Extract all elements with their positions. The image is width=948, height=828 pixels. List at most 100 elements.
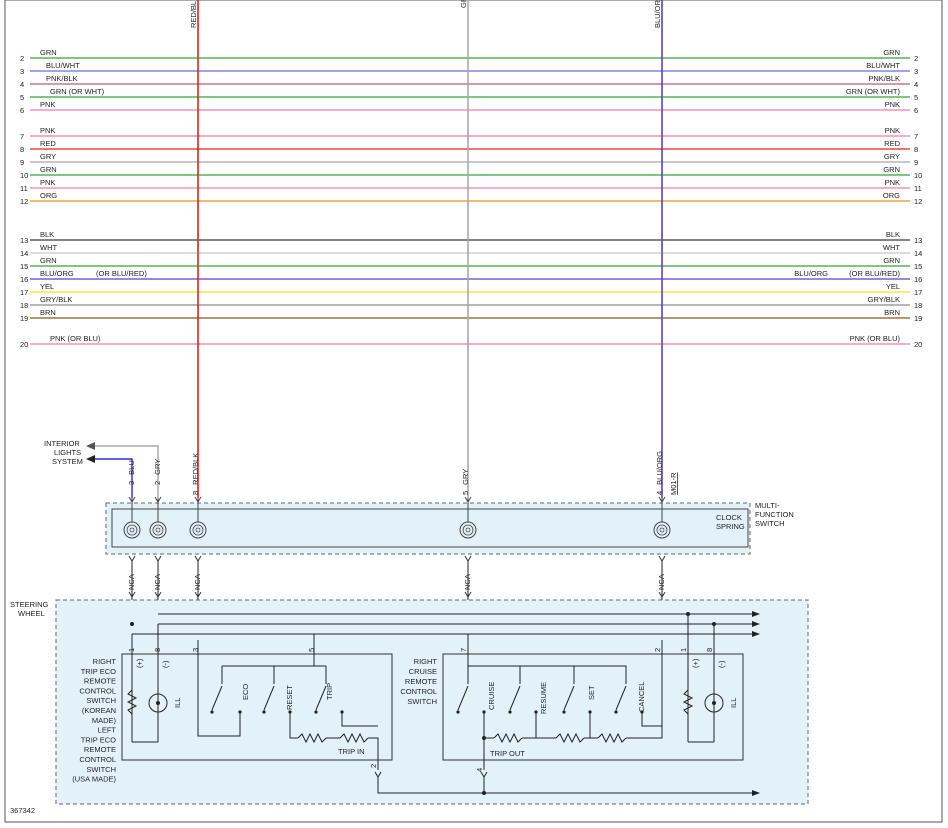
wire-number-right: 11 bbox=[914, 184, 922, 193]
contact-dot bbox=[238, 710, 242, 714]
wire-number-left: 15 bbox=[20, 262, 28, 271]
right-cruise-switch-box bbox=[442, 653, 744, 761]
left-switch-label-line: SWITCH bbox=[86, 765, 116, 774]
wire-label-left: GRN (OR WHT) bbox=[50, 87, 105, 96]
pin-8-label: 8RED/BLK bbox=[191, 453, 200, 495]
wire bbox=[377, 776, 755, 794]
wire-number-right: 16 bbox=[914, 275, 922, 284]
wire-label-left: PNK/BLK bbox=[46, 74, 78, 83]
clock-spring-label-1: CLOCK bbox=[716, 513, 742, 522]
contact-dot bbox=[456, 710, 460, 714]
plus-label: (+) bbox=[691, 658, 700, 668]
pin-label: 8 bbox=[705, 648, 714, 652]
pin-label: 2 bbox=[653, 648, 662, 652]
trip-label: TRIP bbox=[325, 683, 334, 700]
nca-label: NCA bbox=[127, 574, 136, 590]
wire-number-right: 9 bbox=[914, 158, 918, 167]
pin-label: 1 bbox=[127, 648, 136, 652]
wire-label-right: RED bbox=[884, 139, 900, 148]
arrow-right-icon bbox=[752, 790, 760, 796]
reset-label: RESET bbox=[285, 685, 294, 710]
wire-number-left: 19 bbox=[20, 314, 28, 323]
wire-label-left: ORG bbox=[40, 191, 57, 200]
switch-contact-icon bbox=[263, 685, 275, 711]
wire-number-left: 11 bbox=[20, 184, 28, 193]
wire-number-left: 16 bbox=[20, 275, 28, 284]
wire-label-right: GRN (OR WHT) bbox=[846, 87, 901, 96]
wire-label-left: PNK bbox=[40, 126, 55, 135]
right-switch-internals: 7 2 CRUISE RESUME SET CANCEL bbox=[456, 612, 738, 795]
coil-core-icon bbox=[195, 527, 201, 533]
wire-label-left: BLK bbox=[40, 230, 54, 239]
top-gry-wire-label: GRY bbox=[459, 0, 468, 8]
right-switch-label-line: CONTROL bbox=[400, 687, 437, 696]
resume-label: RESUME bbox=[539, 682, 548, 714]
wire-number-left: 7 bbox=[20, 132, 24, 141]
wire-number-right: 10 bbox=[914, 171, 922, 180]
multi-function-label-3: SWITCH bbox=[755, 519, 785, 528]
steering-wheel-label-1: STEERING bbox=[10, 600, 49, 609]
pin-4-label: 4BLU/ORG bbox=[655, 451, 664, 495]
wire-number-right: 7 bbox=[914, 132, 918, 141]
wire-label-right: GRY/BLK bbox=[868, 295, 900, 304]
contact-dot bbox=[314, 710, 318, 714]
coil-inner-icon bbox=[192, 524, 204, 536]
diagram-id: 367342 bbox=[10, 806, 35, 815]
eco-label: ECO bbox=[241, 684, 250, 700]
gry-light-wire bbox=[94, 445, 159, 498]
wire-label-right: GRN bbox=[883, 165, 900, 174]
junction-dot bbox=[712, 622, 716, 626]
connector-icon bbox=[464, 496, 472, 503]
contact-dot bbox=[614, 710, 618, 714]
wire-number-right: 6 bbox=[914, 106, 918, 115]
lamp-filament-icon bbox=[712, 701, 716, 705]
wire-number-left: 5 bbox=[20, 93, 24, 102]
wire-number-right: 14 bbox=[914, 249, 922, 258]
wire-number-right: 8 bbox=[914, 145, 918, 154]
right-switch-label-line: SWITCH bbox=[407, 697, 437, 706]
wire-label-left: WHT bbox=[40, 243, 57, 252]
wire-label-right: GRN bbox=[883, 256, 900, 265]
wire-label-right: PNK/BLK bbox=[868, 74, 900, 83]
right-switch-label-line: RIGHT bbox=[414, 657, 438, 666]
interior-lights-connection: INTERIOR LIGHTS SYSTEM bbox=[44, 439, 159, 498]
wire-label-left: GRN bbox=[40, 256, 57, 265]
pin-label: 4 bbox=[475, 768, 484, 772]
wire-label-left: PNK bbox=[40, 100, 55, 109]
wire-number-right: 12 bbox=[914, 197, 922, 206]
left-switch-label-line: MADE) bbox=[92, 716, 117, 725]
plus-label: (+) bbox=[135, 658, 144, 668]
coil-inner-icon bbox=[126, 524, 138, 536]
pin-label: 8 bbox=[153, 648, 162, 652]
connector-icon bbox=[128, 591, 136, 598]
left-switch-label-line: LEFT bbox=[98, 726, 117, 735]
wire-number-left: 17 bbox=[20, 288, 28, 297]
coil-core-icon bbox=[659, 527, 665, 533]
nca-label: NCA bbox=[657, 574, 666, 590]
wire-label-left: BLU/ORG bbox=[40, 269, 74, 278]
left-switch-label-line: SWITCH bbox=[86, 696, 116, 705]
wire-number-left: 10 bbox=[20, 171, 28, 180]
wire-number-right: 13 bbox=[914, 236, 922, 245]
nca-label: NCA bbox=[153, 574, 162, 590]
nca-label: NCA bbox=[463, 574, 472, 590]
arrow-left-icon bbox=[86, 455, 95, 463]
switch-contact-icon bbox=[457, 685, 469, 711]
ill-label: ILL bbox=[173, 698, 182, 708]
wire-label-right: BLK bbox=[886, 230, 900, 239]
lamp-icon bbox=[148, 693, 168, 713]
wire-label-right: PNK bbox=[885, 178, 900, 187]
left-switch-internals: (+) (-) ILL 1 8 3 5 ECO RESET TRI bbox=[126, 622, 760, 796]
wire-number-left: 18 bbox=[20, 301, 28, 310]
wire-label-right: WHT bbox=[883, 243, 900, 252]
wire bbox=[641, 712, 662, 727]
wire-label-left: GRN bbox=[40, 165, 57, 174]
connector-icon bbox=[658, 591, 666, 598]
wire-label-left: PNK bbox=[40, 178, 55, 187]
wire-number-right: 5 bbox=[914, 93, 918, 102]
wire-number-left: 3 bbox=[20, 67, 24, 76]
top-blu-wire-label: BLU/OR bbox=[653, 0, 662, 28]
clock-spring-label-2: SPRING bbox=[716, 522, 745, 531]
